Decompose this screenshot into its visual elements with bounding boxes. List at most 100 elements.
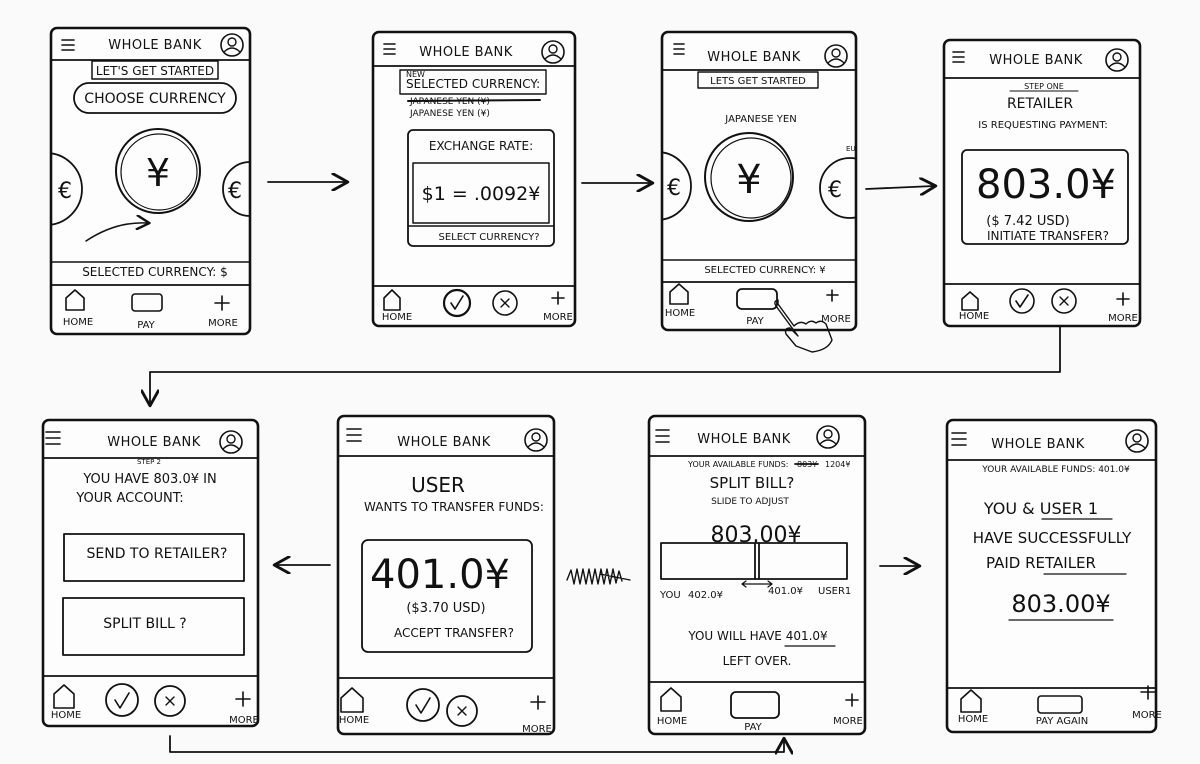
- screen-account-options: WHOLE BANK STEP 2 YOU HAVE 803.0¥ IN YOU…: [41, 418, 260, 728]
- check-icon[interactable]: [442, 288, 472, 318]
- plus-icon[interactable]: [1140, 685, 1156, 700]
- retailer-title: RETAILER: [1007, 96, 1073, 112]
- check-icon[interactable]: [105, 683, 139, 717]
- select-prompt[interactable]: SELECT CURRENCY?: [438, 232, 539, 243]
- plus-icon[interactable]: [235, 691, 251, 707]
- plus-icon[interactable]: [530, 695, 546, 710]
- nav-pay-label: PAY: [137, 320, 155, 331]
- home-icon[interactable]: [660, 687, 682, 712]
- screen-payment-success: WHOLE BANK YOUR AVAILABLE FUNDS: 401.0¥ …: [945, 418, 1162, 734]
- balance-line1: YOU HAVE 803.0¥ IN: [82, 472, 216, 487]
- hamburger-icon[interactable]: [383, 43, 396, 55]
- user-title: USER: [411, 473, 465, 497]
- pay-icon[interactable]: [736, 288, 778, 310]
- send-to-retailer-label: SEND TO RETAILER?: [86, 546, 227, 562]
- x-icon[interactable]: [492, 290, 518, 316]
- pay-icon[interactable]: [1037, 695, 1083, 714]
- arrow-icon: [865, 186, 934, 189]
- phone-frame: [660, 30, 858, 332]
- plus-icon[interactable]: [1116, 292, 1130, 306]
- coin-euro-icon[interactable]: €: [222, 161, 277, 217]
- nav-more-label: MORE: [833, 716, 863, 727]
- coin-left-icon[interactable]: €: [623, 151, 692, 221]
- avatar-icon[interactable]: [524, 428, 548, 452]
- connector-line: [150, 325, 1061, 404]
- funds-value: 1204¥: [825, 460, 850, 469]
- nav-more-label: MORE: [1132, 710, 1162, 721]
- screen-split-bill: WHOLE BANK YOUR AVAILABLE FUNDS: 803¥ 12…: [647, 414, 867, 736]
- avatar-icon[interactable]: [541, 40, 565, 64]
- x-icon[interactable]: [154, 685, 186, 717]
- split-bill-label: SPLIT BILL ?: [103, 616, 186, 632]
- check-icon[interactable]: [1009, 288, 1035, 314]
- banner-text: LET'S GET STARTED: [96, 64, 214, 78]
- nav-pay-label: PAY: [746, 316, 764, 327]
- choose-currency-button[interactable]: [73, 82, 237, 114]
- hamburger-icon[interactable]: [346, 428, 362, 442]
- avatar-icon[interactable]: [824, 44, 848, 68]
- nav-home-label: HOME: [382, 312, 412, 323]
- hamburger-icon[interactable]: [61, 39, 75, 51]
- flow-arrows: [150, 182, 1061, 752]
- split-slider[interactable]: [660, 542, 848, 580]
- svg-text:€: €: [667, 176, 681, 201]
- coin-yen-icon[interactable]: ¥: [115, 128, 201, 214]
- slider-right-value: 401.0¥: [768, 586, 803, 597]
- avatar-icon[interactable]: [219, 430, 243, 454]
- leftover-line2: LEFT OVER.: [723, 654, 792, 668]
- pay-again-label[interactable]: PAY AGAIN: [1036, 716, 1088, 727]
- app-title: WHOLE BANK: [989, 53, 1083, 68]
- x-icon[interactable]: [1051, 288, 1077, 314]
- plus-icon[interactable]: [214, 295, 230, 311]
- app-title: WHOLE BANK: [397, 435, 491, 450]
- send-to-retailer-button[interactable]: [63, 533, 245, 582]
- screen-user-transfer: WHOLE BANK USER WANTS TO TRANSFER FUNDS:…: [336, 414, 556, 736]
- coin-euro-icon[interactable]: €: [819, 157, 880, 219]
- initiate-transfer-prompt[interactable]: INITIATE TRANSFER?: [987, 229, 1109, 243]
- pay-icon[interactable]: [131, 293, 163, 312]
- svg-text:€: €: [228, 179, 242, 204]
- split-bill-button[interactable]: [62, 597, 245, 656]
- svg-text:¥: ¥: [736, 157, 761, 203]
- user-subtitle: WANTS TO TRANSFER FUNDS:: [364, 500, 544, 514]
- accept-transfer-prompt[interactable]: ACCEPT TRANSFER?: [394, 626, 514, 640]
- home-icon[interactable]: [960, 689, 982, 713]
- plus-icon[interactable]: [826, 289, 839, 302]
- plus-icon[interactable]: [551, 291, 565, 305]
- home-icon[interactable]: [669, 283, 689, 305]
- app-title: WHOLE BANK: [697, 432, 791, 447]
- x-icon[interactable]: [446, 695, 478, 727]
- coin-left-icon[interactable]: €: [10, 152, 83, 226]
- svg-text:¥: ¥: [146, 151, 170, 195]
- hamburger-icon[interactable]: [952, 51, 965, 63]
- hamburger-icon[interactable]: [655, 429, 670, 443]
- plus-icon[interactable]: [845, 693, 859, 707]
- check-icon[interactable]: [406, 688, 440, 722]
- home-icon[interactable]: [65, 289, 85, 311]
- nav-home-label: HOME: [51, 710, 81, 721]
- avatar-icon[interactable]: [220, 33, 244, 57]
- slider-hint: SLIDE TO ADJUST: [711, 497, 789, 507]
- nav-more-label: MORE: [821, 314, 851, 325]
- home-icon[interactable]: [961, 291, 979, 311]
- funds-label: YOUR AVAILABLE FUNDS:: [687, 460, 789, 469]
- currency-name: JAPANESE YEN: [724, 114, 796, 125]
- avatar-icon[interactable]: [816, 425, 840, 449]
- avatar-icon[interactable]: [1125, 429, 1149, 453]
- nav-home-label: HOME: [339, 715, 369, 726]
- hamburger-icon[interactable]: [673, 43, 685, 55]
- phone-frame: [371, 30, 577, 328]
- pay-icon[interactable]: [730, 691, 780, 719]
- home-icon[interactable]: [383, 289, 401, 311]
- amount-card: [361, 539, 533, 653]
- hand-icon: [774, 299, 833, 353]
- hamburger-icon[interactable]: [951, 432, 967, 446]
- split-amount: 803.00¥: [711, 523, 802, 548]
- home-icon[interactable]: [53, 684, 75, 709]
- phone-frame: [942, 38, 1142, 328]
- home-icon[interactable]: [340, 687, 364, 713]
- avatar-icon[interactable]: [1105, 48, 1129, 72]
- screen-choose-currency: WHOLE BANK LET'S GET STARTED CHOOSE CURR…: [10, 26, 277, 336]
- hamburger-icon[interactable]: [45, 431, 61, 445]
- coin-yen-icon[interactable]: ¥: [704, 132, 794, 222]
